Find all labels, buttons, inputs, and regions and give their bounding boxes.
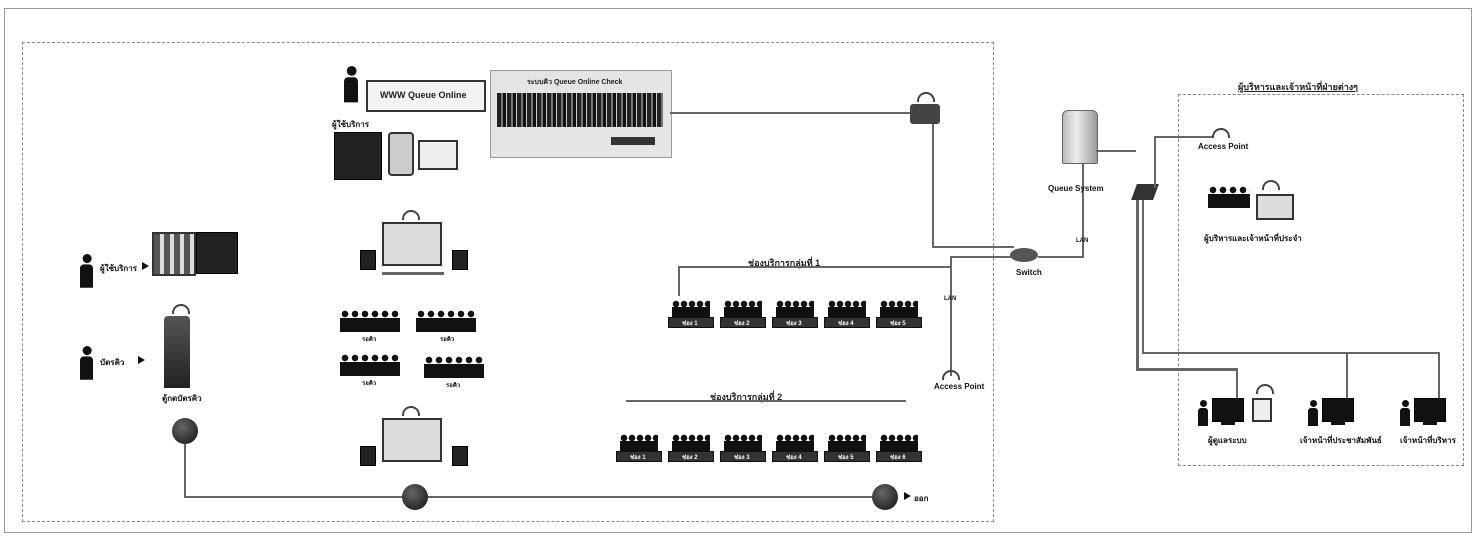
kiosk-icon — [164, 316, 190, 388]
switch-label: Switch — [1016, 268, 1042, 277]
group-bottom-desk-5-label: ช่อง 5 — [838, 452, 854, 462]
group-top-bus — [678, 266, 950, 268]
switch-to-server-wire — [1038, 256, 1082, 258]
pc-bus-wire — [1136, 368, 1236, 371]
kiosk-user-label: บัตรคิว — [100, 356, 124, 369]
counter-arrow-icon — [142, 262, 149, 270]
www-queue-button[interactable]: WWW Queue Online — [366, 80, 486, 112]
group-bottom-desk-1-label: ช่อง 1 — [630, 452, 646, 462]
router-icon — [910, 104, 940, 124]
pc-1-user-icon — [1198, 400, 1208, 426]
group-top-desk-3-label: ช่อง 3 — [786, 318, 802, 328]
laptop-icon — [418, 140, 458, 170]
hub-down-wire-1 — [1136, 200, 1139, 370]
waiting-crowd-4-label: รอคิว — [446, 380, 460, 390]
display-bottom-speaker-right — [452, 446, 468, 466]
backbone-vertical-wire — [950, 256, 952, 376]
ticket-counter-icon — [152, 232, 196, 276]
waiting-crowd-2-label: รอคิว — [440, 334, 454, 344]
pc-2-label: เจ้าหน้าที่ประชาสัมพันธ์ — [1300, 434, 1382, 447]
backbone-link-label: LAN — [944, 296, 956, 302]
online-user-label: ผู้ใช้บริการ — [332, 118, 369, 131]
pc-2-icon — [1322, 398, 1354, 422]
server-to-hub-wire — [1096, 150, 1136, 152]
waiting-crowd-1-label: รอคิว — [362, 334, 376, 344]
phone-icon — [388, 132, 414, 176]
office-display-monitor — [1256, 194, 1294, 220]
pc-1-label: ผู้ดูแลระบบ — [1208, 434, 1247, 447]
queue-server-icon — [1062, 110, 1098, 164]
exit-label: ออก — [914, 492, 928, 505]
access-point-label: Access Point — [934, 382, 984, 391]
counter-user-label: ผู้ใช้บริการ — [100, 262, 137, 275]
hub-to-ap-wire — [1154, 136, 1214, 138]
web-to-router-wire — [670, 112, 910, 114]
group-top-desk-1-label: ช่อง 1 — [682, 318, 698, 328]
server-link-label: LAN — [1076, 238, 1088, 244]
pc-3-drop — [1438, 352, 1440, 400]
desktop-icon — [334, 132, 382, 180]
switch-icon — [1010, 248, 1038, 262]
display-top-base — [382, 272, 444, 275]
waiting-crowd-3-label: รอคิว — [362, 378, 376, 388]
exit-arrow-icon — [904, 492, 911, 500]
office-staff-group — [1208, 186, 1250, 220]
pc-1-icon — [1212, 398, 1244, 422]
kiosk-label: ตู้กดบัตรคิว — [162, 392, 202, 405]
group-bottom-desk-2-label: ช่อง 2 — [682, 452, 698, 462]
pc-1-drop — [1236, 368, 1238, 400]
office-ap-label: Access Point — [1198, 142, 1248, 151]
pc-2-drop — [1346, 352, 1348, 400]
kiosk-down-wire — [184, 444, 186, 496]
queue-banner-bars — [497, 93, 663, 127]
group-top-left-drop — [678, 266, 680, 296]
waiting-crowd-3 — [340, 354, 400, 376]
group-bottom-bus — [626, 400, 906, 402]
pc-2-user-icon — [1308, 400, 1318, 426]
kiosk-user-icon — [80, 346, 93, 380]
display-bottom-speaker-left — [360, 446, 376, 466]
bottom-node-1-icon — [402, 484, 428, 510]
hub-down-wire-2 — [1142, 200, 1144, 354]
kiosk-node-icon — [172, 418, 198, 444]
counter-user-icon — [80, 254, 93, 288]
office-title: ผู้บริหารและเจ้าหน้าที่ฝ่ายต่างๆ — [1238, 80, 1358, 94]
display-top-monitor — [382, 222, 442, 266]
queue-server-label: Queue System — [1048, 184, 1104, 193]
group-top-desk-5-label: ช่อง 5 — [890, 318, 906, 328]
hub-up-wire — [1154, 136, 1156, 188]
waiting-crowd-2 — [416, 310, 476, 332]
display-top-speaker-left — [360, 250, 376, 270]
group-bottom-desk-6-label: ช่อง 6 — [890, 452, 906, 462]
display-bottom-monitor — [382, 418, 442, 462]
pc-3-user-icon — [1400, 400, 1410, 426]
online-user-icon — [344, 66, 358, 102]
waiting-crowd-4 — [424, 356, 484, 378]
queue-banner-title: ระบบคิว Queue Online Check — [527, 77, 622, 88]
www-queue-button-label: WWW Queue Online — [380, 90, 467, 100]
backbone-to-switch-wire — [950, 256, 1016, 258]
pc-3-label: เจ้าหน้าที่บริหาร — [1400, 434, 1456, 447]
display-top-speaker-right — [452, 250, 468, 270]
group-top-desk-2-label: ช่อง 2 — [734, 318, 750, 328]
pc-3-icon — [1414, 398, 1446, 422]
queue-online-banner: ระบบคิว Queue Online Check — [490, 70, 672, 158]
kiosk-arrow-icon — [138, 356, 145, 364]
queue-banner-footer — [611, 137, 655, 145]
pc-1-printer-icon — [1252, 398, 1272, 422]
ticket-printer-icon — [196, 232, 238, 274]
group-top-desk-4-label: ช่อง 4 — [838, 318, 854, 328]
bottom-bus-wire — [184, 496, 880, 498]
router-to-switch-wire — [932, 246, 1014, 248]
pc-bus-wire-2 — [1142, 352, 1440, 354]
bottom-node-2-icon — [872, 484, 898, 510]
waiting-crowd-1 — [340, 310, 400, 332]
group-bottom-desk-4-label: ช่อง 4 — [786, 452, 802, 462]
office-staff-label: ผู้บริหารและเจ้าหน้าที่ประจำ — [1204, 232, 1302, 245]
router-down-wire — [932, 124, 934, 246]
group-bottom-desk-3-label: ช่อง 3 — [734, 452, 750, 462]
